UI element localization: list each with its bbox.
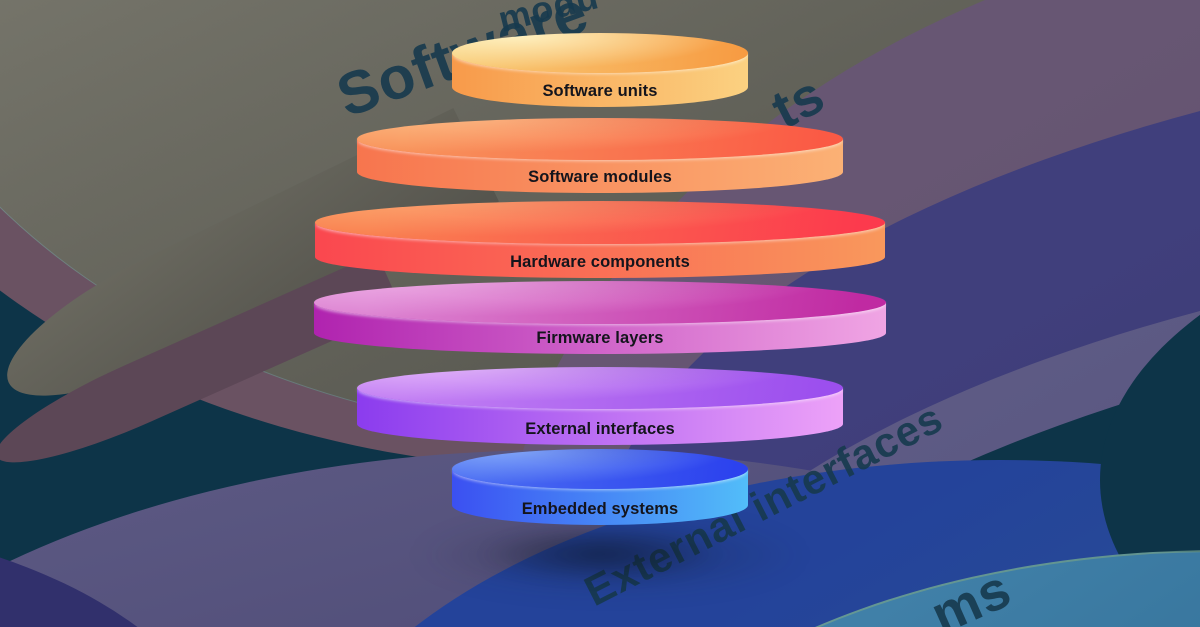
- layer-disk-software-modules: Software modules: [357, 118, 843, 193]
- disk-top-ellipse: [315, 201, 885, 244]
- disk-top-ellipse: [452, 33, 748, 73]
- disk-top-ellipse: [357, 118, 843, 160]
- stack-shadow-inner: [430, 515, 770, 593]
- layer-label-external-interfaces: External interfaces: [525, 420, 675, 438]
- layer-disk-external-interfaces: External interfaces: [357, 367, 843, 445]
- disk-top-ellipse: [357, 367, 843, 409]
- layer-label-software-modules: Software modules: [528, 168, 672, 186]
- layer-label-firmware-layers: Firmware layers: [536, 329, 664, 347]
- layer-disk-firmware-layers: Firmware layers: [314, 281, 886, 354]
- layer-disk-software-units: Software units: [452, 33, 748, 107]
- layer-label-hardware-components: Hardware components: [510, 253, 690, 271]
- layer-label-software-units: Software units: [542, 82, 658, 100]
- layer-disk-embedded-systems: Embedded systems: [452, 449, 748, 525]
- layer-label-embedded-systems: Embedded systems: [521, 500, 679, 518]
- layer-disk-hardware-components: Hardware components: [315, 201, 885, 278]
- disk-top-ellipse: [452, 449, 748, 489]
- disk-top-ellipse: [314, 281, 886, 324]
